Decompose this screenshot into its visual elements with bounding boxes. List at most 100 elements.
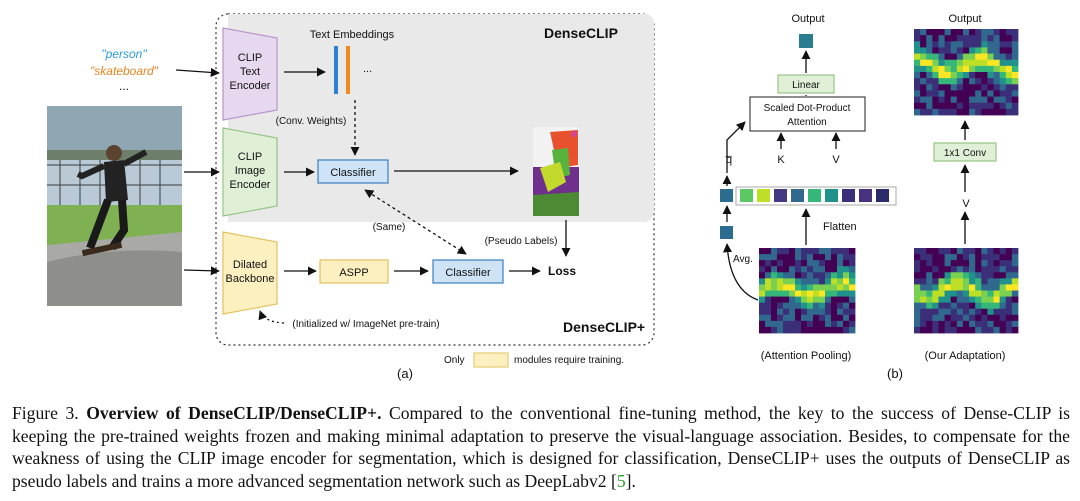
heatmap-cell <box>831 278 838 285</box>
heatmap-cell <box>813 314 820 322</box>
heatmap-attention-pooling-input <box>759 248 856 334</box>
heatmap-cell <box>962 260 970 267</box>
heatmap-cell <box>993 35 1001 42</box>
heatmap-cell <box>932 108 939 116</box>
heatmap-cell <box>926 266 933 273</box>
heatmap-cell <box>962 108 970 116</box>
heatmap-cell <box>777 320 784 328</box>
heatmap-cell <box>999 260 1007 267</box>
heatmap-cell <box>962 47 970 54</box>
heatmap-cell <box>944 78 952 85</box>
caption-ref-link[interactable]: 5 <box>616 470 626 491</box>
heatmap-cell <box>920 326 927 334</box>
heatmap-cell <box>795 260 802 267</box>
heatmap-cell <box>920 90 927 97</box>
our-adaptation-label: (Our Adaptation) <box>925 350 1006 362</box>
attention-line1: Scaled Dot-Product <box>764 103 851 114</box>
heatmap-cell <box>1005 314 1013 322</box>
heatmap-cell <box>789 326 796 334</box>
heatmap-cell <box>837 248 844 255</box>
classifier-box <box>317 159 389 184</box>
heatmap-cell <box>999 96 1007 104</box>
heatmap-cell <box>849 248 856 255</box>
heatmap-cell <box>1011 84 1019 91</box>
heatmap-cell <box>938 260 945 267</box>
heatmap-cell <box>807 290 814 297</box>
heatmap-cell <box>944 320 952 328</box>
heatmap-cell <box>956 266 964 273</box>
heatmap-cell <box>981 254 988 261</box>
heatmap-cell <box>932 47 939 54</box>
heatmap-cell <box>849 290 856 297</box>
heatmap-cell <box>987 84 994 91</box>
figure-caption: Figure 3. Overview of DenseCLIP/DenseCLI… <box>12 402 1070 492</box>
heatmap-cell <box>987 272 994 279</box>
heatmap-cell <box>969 266 976 273</box>
heatmap-cell <box>956 296 964 304</box>
heatmap-cell <box>993 47 1001 54</box>
heatmap-cell <box>765 326 772 334</box>
heatmap-cell <box>926 296 933 304</box>
heatmap-cell <box>813 290 820 297</box>
heatmap-cell <box>969 260 976 267</box>
heatmap-cell <box>819 290 826 297</box>
heatmap-cell <box>783 296 790 304</box>
heatmap-cell <box>956 35 964 42</box>
heatmap-cell <box>932 290 939 297</box>
heatmap-cell <box>765 284 772 291</box>
heatmap-cell <box>789 296 796 304</box>
initialized-label: (Initialized w/ ImageNet pre-train) <box>292 319 439 330</box>
heatmap-cell <box>914 296 921 304</box>
heatmap-cell <box>819 320 826 328</box>
figure-3: DenseCLIP DenseCLIP+ "person" "skateboar… <box>47 13 1019 381</box>
heatmap-cell <box>920 260 927 267</box>
heatmap-cell <box>962 72 970 79</box>
heatmap-cell <box>771 320 778 328</box>
heatmap-cell <box>950 326 958 334</box>
heatmap-cell <box>999 302 1007 310</box>
heatmap-cell <box>801 272 808 279</box>
heatmap-cell <box>1011 248 1019 255</box>
heatmap-cell <box>993 260 1001 267</box>
heatmap-cell <box>938 284 945 291</box>
attention-pooling-label: (Attention Pooling) <box>761 350 852 362</box>
heatmap-cell <box>771 248 778 255</box>
heatmap-cell <box>825 308 832 316</box>
heatmap-cell <box>969 248 976 255</box>
heatmap-cell <box>932 84 939 91</box>
heatmap-cell <box>969 314 976 322</box>
heatmap-cell <box>956 272 964 279</box>
heatmap-cell <box>956 29 964 36</box>
heatmap-cell <box>789 308 796 316</box>
heatmap-cell <box>1005 29 1013 36</box>
heatmap-cell <box>914 65 921 73</box>
heatmap-cell <box>1005 308 1013 316</box>
text-encoder-line2: Text <box>240 66 260 78</box>
heatmap-cell <box>819 272 826 279</box>
heatmap-cell <box>914 47 921 54</box>
heatmap-cell <box>932 254 939 261</box>
heatmap-cell <box>1005 102 1013 110</box>
heatmap-cell <box>938 302 945 310</box>
arrows-b <box>722 50 970 301</box>
heatmap-cell <box>1011 102 1019 110</box>
heatmap-cell <box>932 326 939 334</box>
heatmap-cell <box>777 266 784 273</box>
heatmap-cell <box>777 308 784 316</box>
heatmap-cell <box>999 59 1007 67</box>
heatmap-cell <box>932 59 939 67</box>
heatmap-cell <box>914 72 921 79</box>
heatmap-cell <box>932 53 939 61</box>
heatmap-cell <box>962 29 970 36</box>
heatmap-cell <box>987 53 994 61</box>
heatmap-cell <box>993 84 1001 91</box>
heatmap-cell <box>999 90 1007 97</box>
heatmap-cell <box>819 326 826 334</box>
k-label: K <box>777 154 785 166</box>
heatmap-cell <box>843 314 850 322</box>
heatmap-cell <box>987 308 994 316</box>
heatmap-cell <box>831 254 838 261</box>
classifier-label: Classifier <box>330 167 376 179</box>
heatmap-cell <box>920 320 927 328</box>
heatmap-cell <box>825 260 832 267</box>
